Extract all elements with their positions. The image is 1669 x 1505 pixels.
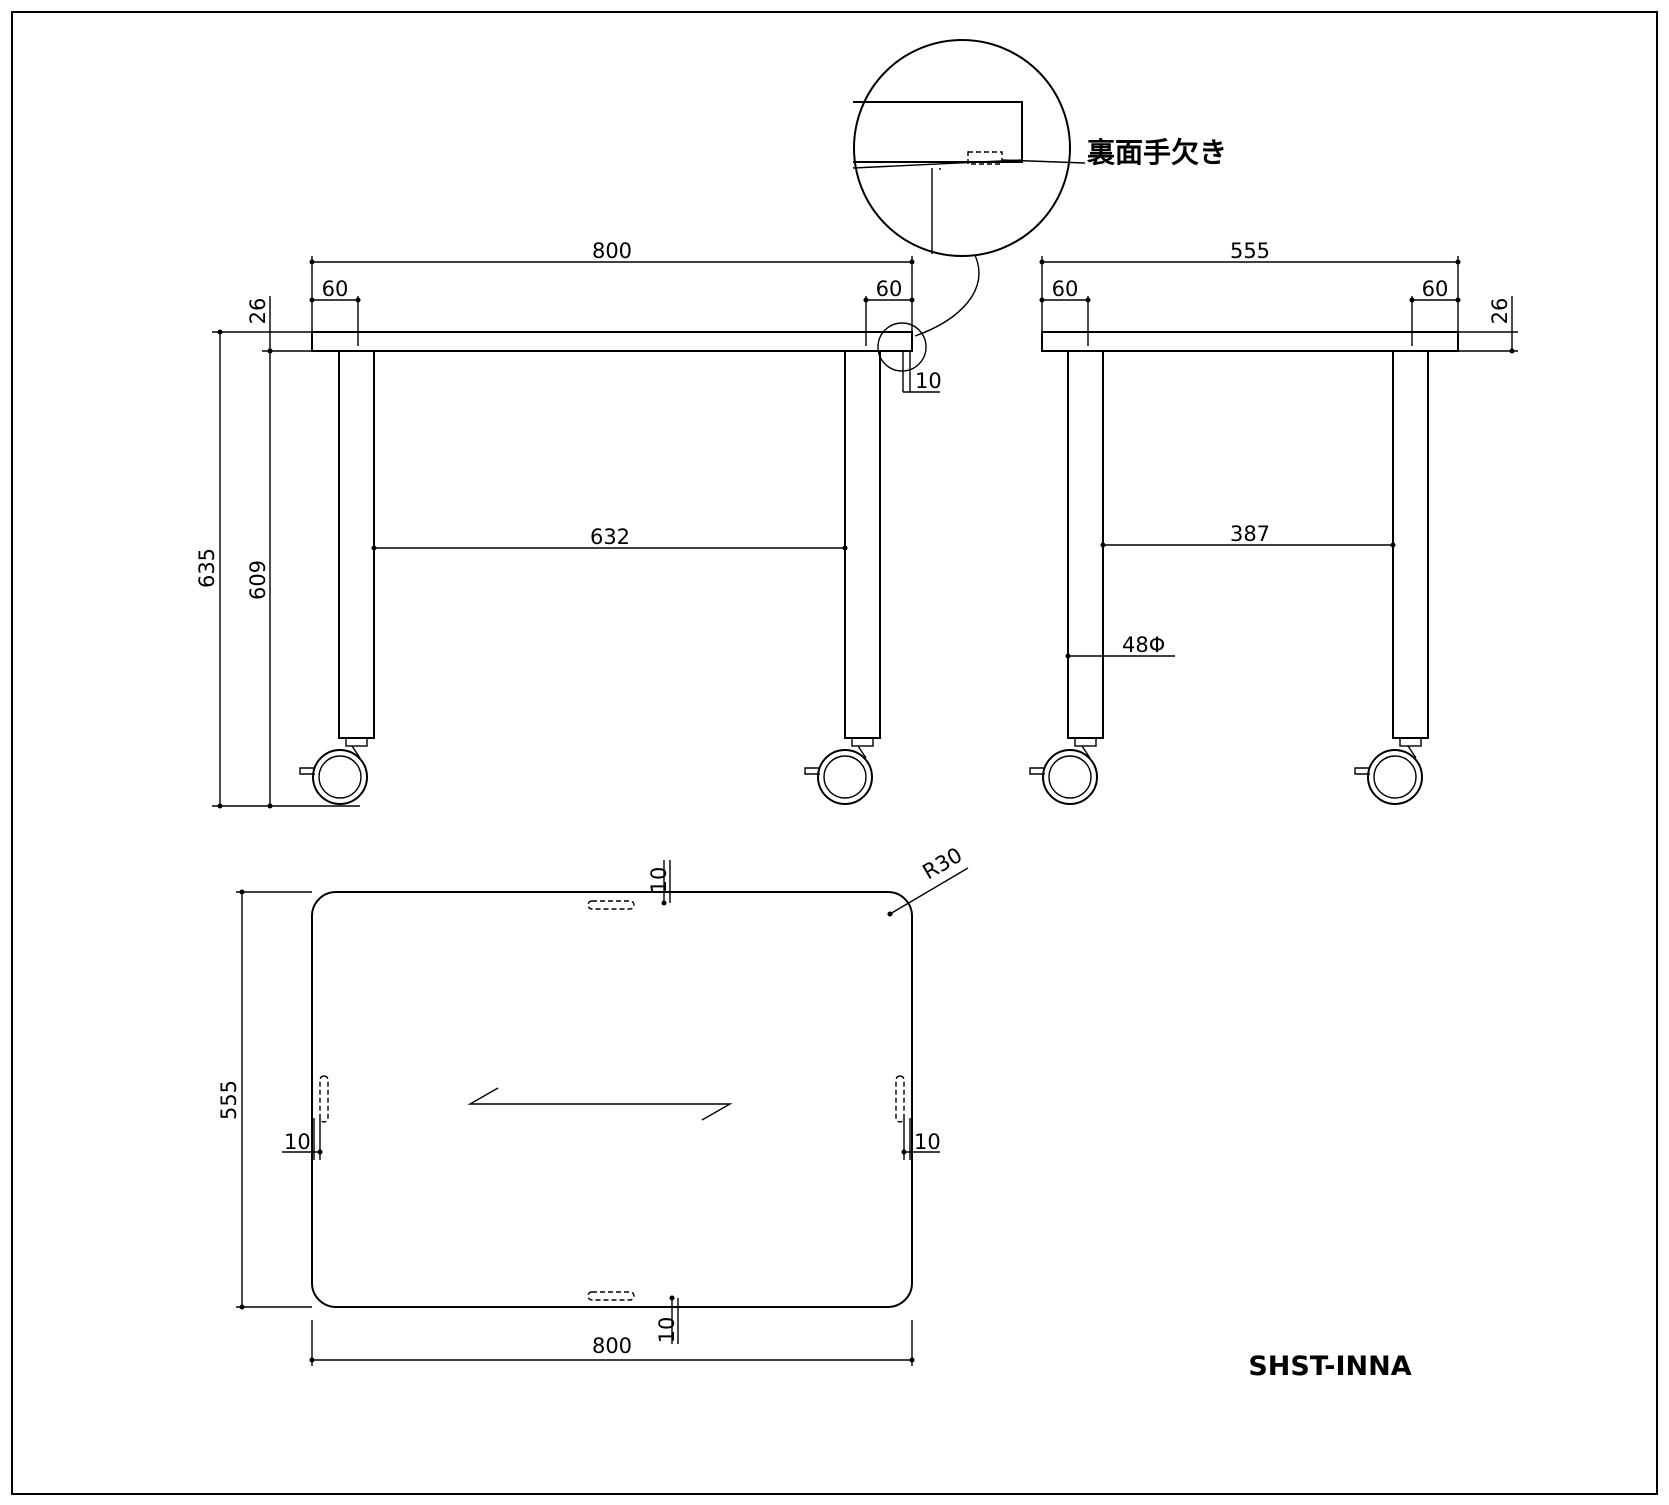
side-leg-width-left-label: 60 (1052, 277, 1079, 301)
side-top-thickness-label: 26 (1488, 298, 1512, 325)
front-caster-mount-left (345, 737, 368, 747)
front-leg-width-left-label: 60 (322, 277, 349, 301)
side-leg-left (1067, 350, 1104, 739)
side-depth-label: 555 (1230, 239, 1270, 263)
drawing-border (11, 11, 1658, 1495)
side-caster-left (1029, 745, 1098, 805)
plan-left-offset-label: 10 (284, 1130, 311, 1154)
side-leg-diameter-label: 48Φ (1122, 633, 1165, 657)
side-leg-width-right-label: 60 (1422, 277, 1449, 301)
front-caster-right (804, 745, 873, 805)
front-leg-right (844, 350, 881, 739)
front-caster-left (299, 745, 368, 805)
front-tabletop (311, 331, 913, 352)
front-leg-left (338, 350, 375, 739)
side-tabletop (1041, 331, 1459, 352)
detail-callout-large (853, 39, 1071, 257)
plan-top-offset-label: 10 (647, 867, 671, 894)
front-top-thickness-label: 26 (246, 298, 270, 325)
plan-width-label: 800 (592, 1334, 632, 1358)
front-leg-width-right-label: 60 (876, 277, 903, 301)
plan-bottom-offset-label: 10 (655, 1317, 679, 1344)
front-view: 800 60 60 26 635 609 632 10 (195, 239, 980, 809)
plan-slot-right (895, 1075, 905, 1123)
front-cutout-depth-label: 10 (915, 369, 942, 393)
detail-leader (914, 254, 980, 337)
front-leg-height-label: 609 (246, 560, 270, 600)
side-view: 555 60 60 26 387 48Φ (1029, 239, 1518, 805)
plan-slot-bottom (587, 1291, 635, 1301)
detail-callout-small (877, 322, 927, 372)
side-leg-right (1392, 350, 1429, 739)
plan-corner-radius-label: R30 (919, 843, 967, 884)
side-inner-span-label: 387 (1230, 522, 1270, 546)
plan-slot-left (319, 1075, 329, 1123)
detail-note-label: 裏面手欠き (1087, 136, 1227, 169)
plan-depth-label: 555 (217, 1080, 241, 1120)
plan-right-offset-label: 10 (914, 1130, 941, 1154)
front-inner-span-label: 632 (590, 525, 630, 549)
plan-slot-top (587, 900, 635, 910)
front-width-label: 800 (592, 239, 632, 263)
model-code-label: SHST-INNA (1248, 1351, 1411, 1382)
side-caster-right (1354, 745, 1423, 805)
plan-tabletop (311, 891, 913, 1308)
plan-grain-symbol (467, 1087, 733, 1121)
detail-view: 裏面手欠き (852, 39, 1227, 257)
front-caster-mount-right (851, 737, 874, 747)
plan-view: R30 10 10 10 10 555 800 (217, 843, 969, 1366)
front-overall-height-label: 635 (195, 548, 219, 588)
